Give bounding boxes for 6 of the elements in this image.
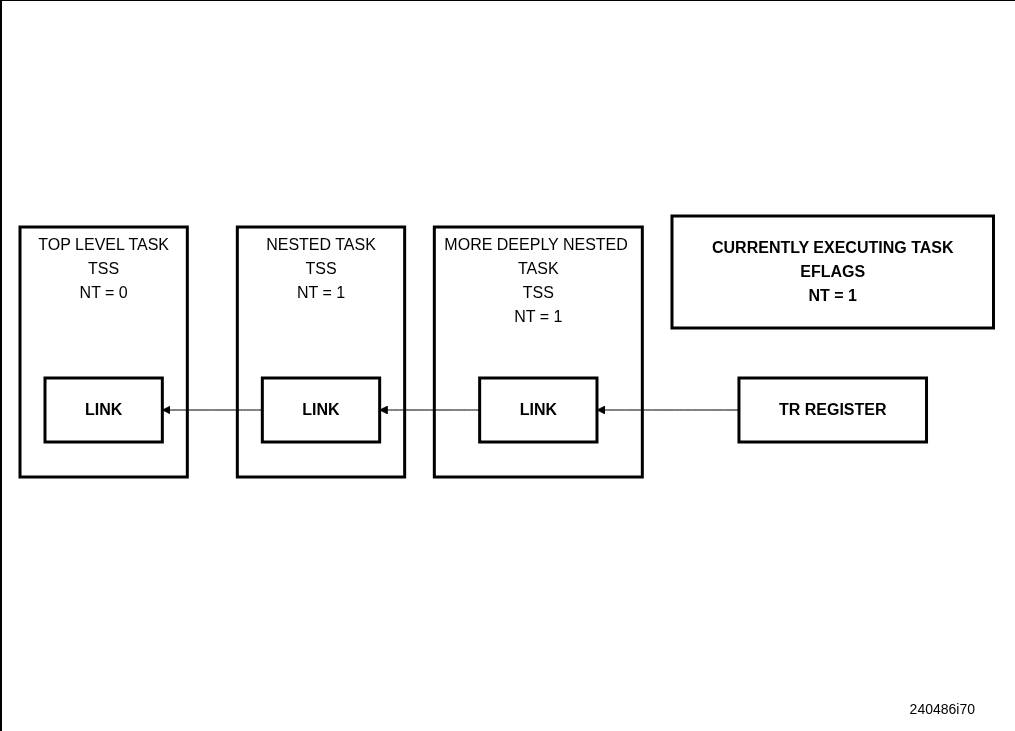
node-box: LINK xyxy=(43,376,165,443)
node-box: TR REGISTER xyxy=(737,376,929,443)
node-box: LINK xyxy=(261,376,382,443)
node-box: LINK xyxy=(478,376,599,443)
figure-number: 240486i70 xyxy=(909,701,975,717)
node-box: CURRENTLY EXECUTING TASK EFLAGS NT = 1 xyxy=(670,214,996,329)
